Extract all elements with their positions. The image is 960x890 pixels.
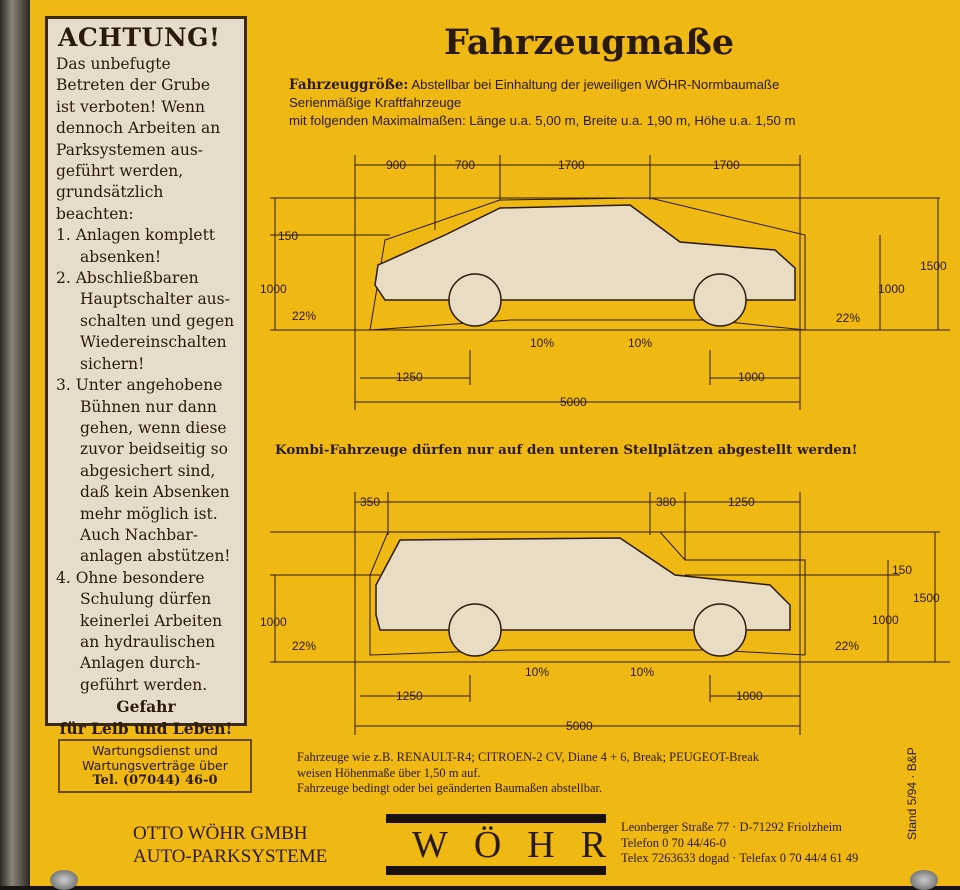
warning-line: gehen, wenn diese bbox=[80, 418, 227, 437]
screw-icon bbox=[50, 870, 78, 890]
dim-label: 380 bbox=[656, 495, 676, 509]
dim-label: 1000 bbox=[260, 615, 287, 629]
warning-line: für Leib und Leben! bbox=[59, 718, 233, 738]
kombi-notice: Kombi-Fahrzeuge dürfen nur auf den unter… bbox=[275, 442, 858, 458]
logo-text: WÖHR bbox=[412, 824, 633, 866]
warning-line: Bühnen nur dann bbox=[80, 397, 217, 416]
intro-line: Abstellbar bei Einhaltung der jeweiligen… bbox=[408, 77, 780, 92]
note-line: Fahrzeuge bedingt oder bei geänderten Ba… bbox=[297, 781, 603, 795]
intro-label: Fahrzeuggröße: bbox=[289, 77, 409, 93]
dim-label: 22% bbox=[836, 311, 860, 325]
warning-line: Schulung dürfen bbox=[80, 590, 212, 609]
address-line: Leonberger Straße 77 · D-71292 Friolzhei… bbox=[621, 820, 842, 834]
warning-line: zuvor beidseitig so bbox=[80, 440, 228, 459]
warning-line: Wiedereinschalten bbox=[80, 333, 227, 352]
dim-label: 1250 bbox=[396, 370, 423, 384]
dim-label: 1000 bbox=[738, 370, 765, 384]
dim-label: 5000 bbox=[560, 395, 587, 409]
service-phone: Tel. (07044) 46-0 bbox=[92, 773, 218, 788]
warning-line: dennoch Arbeiten an bbox=[56, 119, 221, 138]
sedan-diagram: 900 700 1700 1700 150 1000 1000 1500 22%… bbox=[260, 155, 950, 410]
dim-label: 5000 bbox=[566, 719, 593, 733]
dim-label: 1250 bbox=[396, 689, 423, 703]
print-stamp: Stand 5/94 · B&P bbox=[905, 747, 919, 840]
dim-label: 22% bbox=[835, 639, 859, 653]
warning-line: Auch Nachbar- bbox=[80, 525, 199, 544]
dim-label: 1700 bbox=[713, 158, 740, 172]
dim-label: 350 bbox=[360, 495, 380, 509]
dim-label: 1000 bbox=[878, 282, 905, 296]
warning-line: 3. Unter angehobene bbox=[56, 376, 223, 395]
dim-label: 10% bbox=[525, 665, 549, 679]
warning-line: geführt werden. bbox=[80, 675, 208, 694]
dim-label: 10% bbox=[630, 665, 654, 679]
dim-label: 150 bbox=[278, 229, 298, 243]
warning-line: ist verboten! Wenn bbox=[56, 97, 206, 116]
dim-label: 1500 bbox=[920, 259, 947, 273]
warning-line: Hauptschalter aus- bbox=[80, 290, 230, 309]
vehicle-note: Fahrzeuge wie z.B. RENAULT-R4; CITROEN-2… bbox=[297, 750, 759, 797]
warning-line: 2. Abschließbaren bbox=[56, 269, 199, 288]
dim-label: 1000 bbox=[736, 689, 763, 703]
dim-label: 150 bbox=[892, 563, 912, 577]
dim-label: 700 bbox=[455, 158, 475, 172]
warning-line: absenken! bbox=[80, 247, 162, 266]
warning-line: daß kein Absenken bbox=[80, 483, 230, 502]
warning-line: keinerlei Arbeiten bbox=[80, 611, 223, 630]
company-line: AUTO-PARKSYSTEME bbox=[133, 846, 328, 867]
warning-line: anlagen abstützen! bbox=[80, 547, 231, 566]
dim-label: 22% bbox=[292, 639, 316, 653]
wall-edge bbox=[0, 0, 30, 886]
page-title: Fahrzeugmaße bbox=[444, 22, 735, 63]
warning-line: Anlagen durch- bbox=[80, 654, 201, 673]
screw-icon bbox=[910, 870, 938, 890]
dim-label: 22% bbox=[292, 309, 316, 323]
warning-line: sichern! bbox=[80, 354, 145, 373]
warning-line: grundsätzlich bbox=[56, 183, 164, 202]
service-line: Wartungsverträge über bbox=[82, 758, 228, 773]
address-line: Telefon 0 70 44/46-0 bbox=[621, 835, 727, 850]
warning-line: beachten: bbox=[56, 204, 134, 223]
dim-label: 1000 bbox=[872, 613, 899, 627]
intro-line: mit folgenden Maximalmaßen: Länge u.a. 5… bbox=[289, 113, 796, 128]
kombi-diagram: 350 380 1250 150 1000 1000 1500 22% 10% … bbox=[260, 492, 950, 735]
company-address: Leonberger Straße 77 · D-71292 Friolzhei… bbox=[621, 820, 858, 867]
warning-line: 4. Ohne besondere bbox=[56, 568, 205, 587]
warning-line: schalten und gegen bbox=[80, 311, 235, 330]
intro-line: Serienmäßige Kraftfahrzeuge bbox=[289, 95, 462, 110]
woehr-logo: WÖHR bbox=[386, 814, 633, 875]
note-line: Fahrzeuge wie z.B. RENAULT-R4; CITROEN-2… bbox=[297, 750, 759, 764]
warning-line: geführt werden, bbox=[56, 162, 184, 181]
dim-label: 900 bbox=[386, 158, 406, 172]
warning-line: Betreten der Grube bbox=[56, 76, 210, 95]
dim-label: 1700 bbox=[558, 158, 585, 172]
warning-line: Parksystemen aus- bbox=[56, 140, 204, 159]
address-line: Telex 7263633 dogad · Telefax 0 70 44/4 … bbox=[621, 851, 859, 865]
company-line: OTTO WÖHR GMBH bbox=[133, 823, 308, 844]
dim-label: 10% bbox=[530, 336, 554, 350]
note-line: weisen Höhenmaße über 1,50 m auf. bbox=[297, 765, 481, 780]
warning-line: Gefahr bbox=[116, 697, 176, 717]
warning-line: abgesichert sind, bbox=[80, 461, 216, 480]
service-line: Wartungsdienst und bbox=[92, 743, 218, 758]
dim-label: 1250 bbox=[728, 495, 755, 509]
warning-line: Das unbefugte bbox=[56, 55, 171, 73]
warning-line: 1. Anlagen komplett bbox=[56, 226, 216, 245]
dim-label: 1500 bbox=[913, 591, 940, 605]
service-box: Wartungsdienst und Wartungsverträge über… bbox=[58, 739, 252, 793]
dim-label: 10% bbox=[628, 336, 652, 350]
intro-text: Fahrzeuggröße: Abstellbar bei Einhaltung… bbox=[289, 76, 796, 130]
dim-label: 1000 bbox=[260, 282, 287, 296]
warning-line: an hydraulischen bbox=[80, 632, 216, 651]
warning-line: mehr möglich ist. bbox=[80, 504, 218, 523]
company-name: OTTO WÖHR GMBH AUTO-PARKSYSTEME bbox=[133, 822, 327, 868]
warning-heading: ACHTUNG! bbox=[58, 23, 221, 52]
